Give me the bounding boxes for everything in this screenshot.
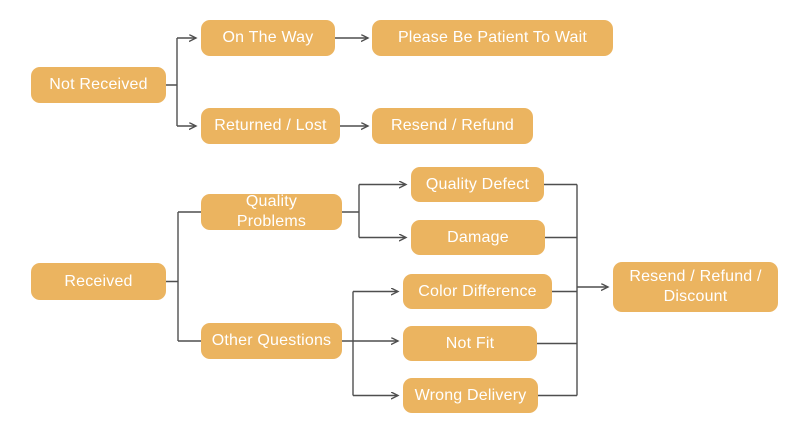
- edge-collector: [537, 183, 578, 397]
- node-wrong-delivery: Wrong Delivery: [403, 378, 538, 413]
- node-not-received: Not Received: [31, 67, 166, 103]
- node-color-difference: Color Difference: [403, 274, 552, 309]
- node-quality-defect: Quality Defect: [411, 167, 544, 202]
- node-received: Received: [31, 263, 166, 300]
- node-please-be-patient: Please Be Patient To Wait: [372, 20, 613, 56]
- node-resend-refund-discount: Resend / Refund / Discount: [613, 262, 778, 312]
- edge-not-received-branch: [166, 38, 178, 126]
- node-on-the-way: On The Way: [201, 20, 335, 56]
- node-other-questions: Other Questions: [201, 323, 342, 359]
- node-quality-problems: Quality Problems: [201, 193, 342, 230]
- node-not-fit: Not Fit: [403, 326, 537, 361]
- edge-other-questions-branch: [342, 291, 354, 396]
- node-returned-lost: Returned / Lost: [201, 108, 340, 144]
- edge-quality-problems-branch: [342, 184, 360, 238]
- node-resend-refund: Resend / Refund: [372, 108, 533, 144]
- node-damage: Damage: [411, 220, 545, 255]
- edge-received-branch: [166, 211, 201, 342]
